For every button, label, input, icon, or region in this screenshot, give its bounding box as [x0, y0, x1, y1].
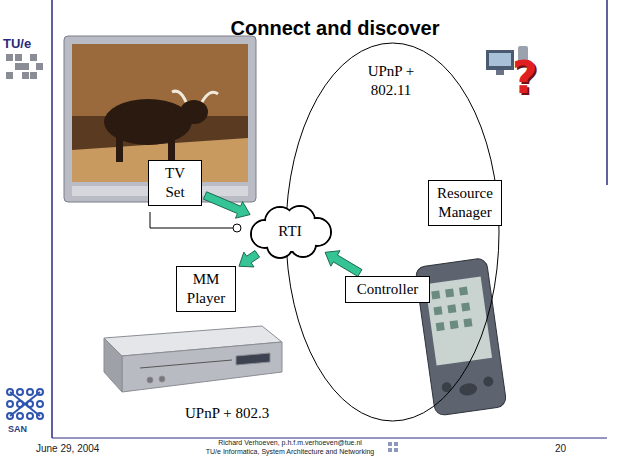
block-arrow: [325, 251, 362, 277]
pda-illustration: [433, 306, 442, 315]
tv-wire: [233, 224, 241, 232]
dvd-player-illustration: [122, 342, 282, 392]
footer-affiliation: TU/e Informatica, System Architecture an…: [200, 448, 380, 456]
slide-frame: [52, 0, 607, 438]
pda-illustration: [458, 382, 477, 396]
tue-logo-mark: [6, 72, 13, 79]
footer-date: June 29, 2004: [36, 443, 99, 455]
middleware-cloud: RTI: [245, 204, 335, 259]
tue-logo-mark: [22, 72, 29, 79]
pda-illustration: [441, 382, 452, 393]
tue-logo-mark: [15, 63, 22, 70]
devices-icon: [486, 50, 514, 70]
pda-illustration: [431, 287, 472, 332]
tv-wire: [150, 212, 241, 232]
san-logo-mark: [10, 392, 40, 416]
footer-icon: [388, 442, 398, 452]
tv-illustration: [180, 100, 208, 124]
pda-illustration: [447, 304, 456, 313]
pda-illustration: [459, 287, 468, 296]
footer-icon: [388, 442, 392, 446]
tue-logo-mark: [22, 63, 29, 70]
node-text: UPnP + 802.11: [355, 62, 427, 100]
footer-icon: [394, 448, 398, 452]
pda-illustration: [483, 376, 494, 387]
pda-illustration: [425, 277, 492, 366]
tue-logo-mark: [6, 54, 43, 79]
dvd-player-illustration: [236, 353, 270, 365]
block-arrow: [203, 192, 250, 218]
footer-icon: [388, 448, 392, 452]
san-logo-mark: [27, 389, 33, 395]
dvd-player-illustration: [104, 338, 122, 392]
san-logo-mark: [7, 401, 13, 407]
pda-illustration: [461, 302, 470, 311]
san-logo-mark: [7, 389, 43, 419]
tv-illustration: [172, 91, 218, 102]
cloud-fill: [273, 217, 307, 251]
network-label: UPnP + 802.3: [185, 404, 269, 423]
tue-logo-mark: [6, 54, 13, 61]
san-logo-mark: [37, 401, 43, 407]
san-logo-mark: [17, 389, 23, 395]
san-logo-mark: [17, 413, 23, 419]
dvd-player-illustration: [140, 360, 232, 368]
ellipse-outline: [286, 43, 499, 421]
pda-illustration: [431, 290, 440, 299]
pda-illustration: [445, 288, 454, 297]
logo-text: SAN: [8, 424, 27, 435]
question-mark: ?: [512, 56, 538, 100]
node-text: MM Player: [181, 270, 231, 308]
tue-logo-mark: [30, 54, 37, 61]
slide-frame: [51, 0, 53, 438]
node-text: Resource Manager: [433, 184, 497, 222]
component-box: Controller: [345, 276, 430, 303]
component-box: MM Player: [176, 266, 236, 312]
block-arrow: [239, 251, 260, 267]
tue-logo-mark: [30, 72, 37, 79]
san-logo-mark: [10, 392, 40, 416]
pda-illustration: [450, 320, 459, 329]
tue-logo-mark: [15, 54, 22, 61]
page-number: 20: [555, 443, 566, 455]
footer-icon: [394, 442, 398, 446]
slide-title: Connect and discover: [185, 16, 485, 40]
node-text: Controller: [350, 280, 425, 299]
footer-author: Richard Verhoeven, p.h.f.m.verhoeven@tue…: [200, 439, 380, 447]
pda-illustration: [463, 318, 472, 327]
node-text: RTI: [278, 222, 301, 241]
dvd-player-illustration: [159, 376, 165, 382]
devices-icon: [496, 70, 504, 75]
tv-illustration: [116, 136, 123, 162]
component-box: Resource Manager: [428, 180, 502, 226]
logo-text: TU/e: [3, 36, 31, 52]
dvd-player-illustration: [147, 377, 153, 383]
san-logo-mark: [27, 413, 33, 419]
tv-illustration: [168, 134, 175, 160]
devices-icon: [489, 53, 511, 66]
pda-illustration: [436, 322, 445, 331]
tue-logo-mark: [36, 63, 43, 70]
slide-frame: [606, 0, 608, 185]
tv-wire: [150, 212, 233, 228]
dvd-player-illustration: [104, 326, 282, 392]
node-text: TV Set: [156, 164, 194, 202]
device-box: TV Set: [148, 160, 202, 206]
slide-frame: [52, 438, 607, 439]
